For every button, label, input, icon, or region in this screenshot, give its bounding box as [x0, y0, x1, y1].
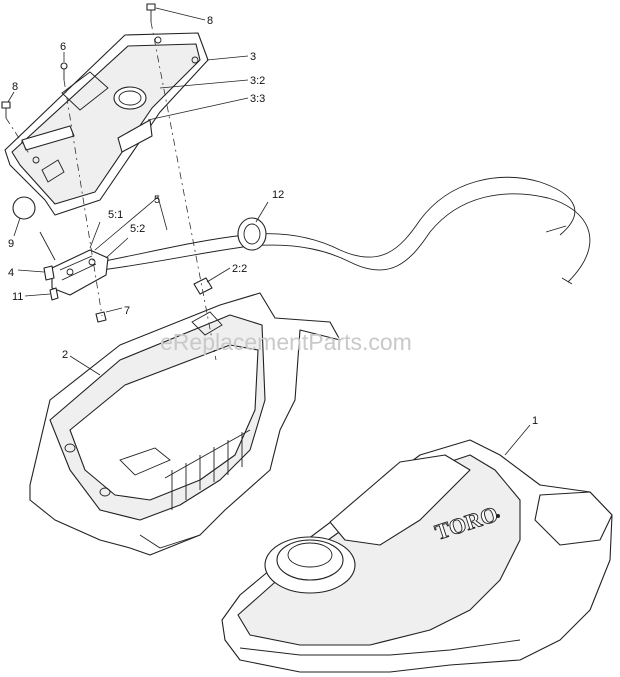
callout-3: 3 [250, 51, 256, 63]
callout-labels: 8 3 3:2 3:3 6 8 5 5:1 5:2 12 9 2:2 4 11 … [8, 15, 538, 427]
callout-5-2: 5:2 [130, 223, 145, 235]
top-cover: TORO [221, 439, 613, 673]
callout-2-2: 2:2 [232, 263, 247, 275]
callout-5-1: 5:1 [108, 209, 123, 221]
control-panel-plate [4, 32, 209, 216]
callout-5: 5 [154, 194, 160, 206]
switch [39, 231, 109, 296]
assembly-lines [5, 21, 217, 361]
watermark: eReplacementParts.com [160, 329, 412, 355]
callout-9: 9 [8, 238, 14, 250]
logo-registered-mark [496, 514, 500, 518]
switch-harness [99, 176, 591, 285]
callout-11: 11 [12, 291, 23, 303]
callout-6: 6 [60, 41, 66, 53]
callout-3-3: 3:3 [250, 93, 265, 105]
callout-7: 7 [124, 305, 130, 317]
grommet [237, 217, 267, 251]
knob [12, 196, 36, 220]
leader-lines [7, 7, 531, 456]
callout-12: 12 [272, 189, 284, 201]
callout-8-top: 8 [207, 15, 213, 27]
callout-3-2: 3:2 [250, 75, 265, 87]
callout-1: 1 [532, 415, 538, 427]
bottom-housing [29, 292, 341, 556]
callout-8-left: 8 [12, 81, 18, 93]
callout-4: 4 [8, 267, 14, 279]
callout-2: 2 [62, 349, 68, 361]
